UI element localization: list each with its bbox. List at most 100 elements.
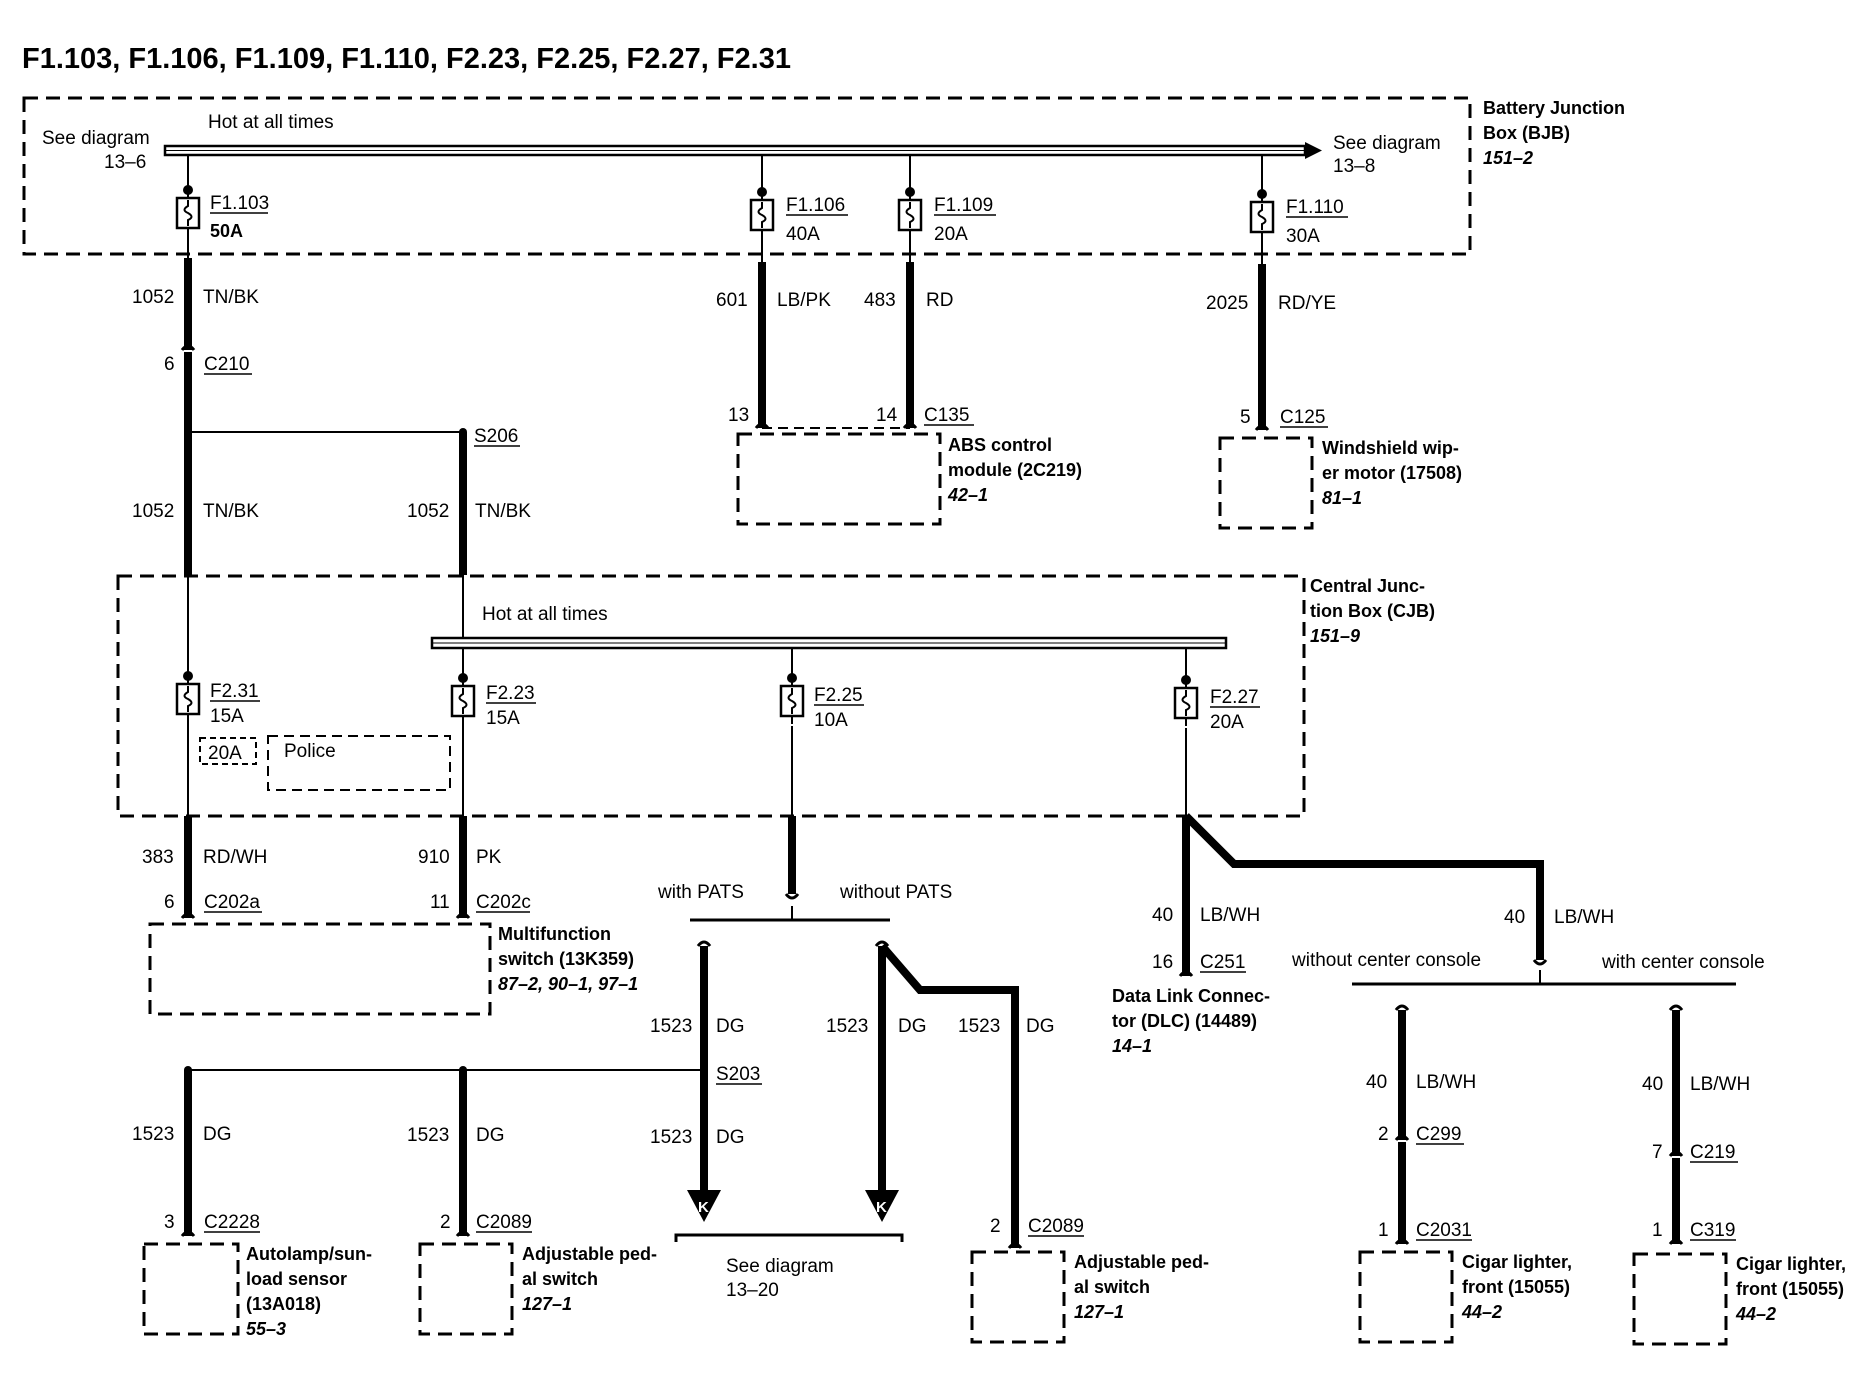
wire-40-circuit-d: 40	[1642, 1074, 1663, 1095]
multifunction-switch-box	[148, 922, 492, 1016]
s203-id: S203	[716, 1064, 760, 1085]
wiper-name-1: Windshield wip-	[1322, 438, 1459, 458]
c202a-pin: 6	[164, 892, 175, 913]
fuse-f1-110-id: F1.110	[1286, 197, 1344, 218]
c319-id: C319	[1690, 1220, 1735, 1241]
wire-40-circuit-a: 40	[1152, 905, 1173, 926]
c202a-id: C202a	[204, 892, 260, 913]
c135-pin-b: 14	[876, 405, 898, 426]
lighter-a-ref: 44–2	[1461, 1302, 1502, 1322]
fuse-f2-25-icon	[779, 671, 805, 726]
c202c-id: C202c	[476, 892, 531, 913]
wire-1052-color-b: TN/BK	[203, 501, 259, 522]
wire-1052-circuit-a: 1052	[132, 287, 174, 308]
wire-1523-color-e: DG	[203, 1124, 232, 1145]
pedal-b-ref: 127–1	[1074, 1302, 1124, 1322]
wire-1523-color-a: DG	[716, 1016, 745, 1037]
police-box	[267, 735, 451, 791]
wire-1052-color-a: TN/BK	[203, 287, 259, 308]
pedal-a-name-2: al switch	[522, 1269, 598, 1289]
fuse-f2-31-rating: 15A	[210, 706, 244, 727]
cjb-name-1: Central Junc-	[1310, 576, 1425, 596]
abs-ref: 42–1	[947, 485, 988, 505]
c219-pin: 7	[1652, 1142, 1663, 1163]
fuse-f2-23-icon	[450, 671, 476, 726]
lighter-b-name-1: Cigar lighter,	[1736, 1254, 1846, 1274]
bjb-box	[22, 96, 1472, 256]
fuse-f2-27-icon	[1173, 673, 1199, 728]
fuse-f1-103-icon	[175, 183, 201, 238]
pedal-b-name-1: Adjustable ped-	[1074, 1252, 1209, 1272]
c2089a-pin: 2	[440, 1212, 451, 1233]
c219-id: C219	[1690, 1142, 1735, 1163]
diagram-title: F1.103, F1.106, F1.109, F1.110, F2.23, F…	[22, 43, 791, 75]
lighter-a-name-2: front (15055)	[1462, 1277, 1570, 1297]
autolamp-name-1: Autolamp/sun-	[246, 1244, 372, 1264]
pedal-b-name-2: al switch	[1074, 1277, 1150, 1297]
c251-id: C251	[1200, 952, 1245, 973]
wire-1052-circuit-b: 1052	[132, 501, 174, 522]
see-diagram-bottom-2: 13–20	[726, 1280, 779, 1301]
fuse-f1-106-id: F1.106	[786, 195, 845, 216]
fuse-f2-23-rating: 15A	[486, 708, 520, 729]
autolamp-name-2: load sensor	[246, 1269, 347, 1289]
see-diagram-bottom-1: See diagram	[726, 1256, 834, 1277]
wire-2025-color: RD/YE	[1278, 293, 1336, 314]
bjb-see-left-1: See diagram	[42, 128, 150, 149]
c135-pin-a: 13	[728, 405, 749, 426]
dlc-ref: 14–1	[1112, 1036, 1152, 1056]
c319-pin: 1	[1652, 1220, 1663, 1241]
lighter-b-ref: 44–2	[1735, 1304, 1776, 1324]
wire-40-circuit-c: 40	[1366, 1072, 1387, 1093]
police-label: Police	[284, 741, 336, 762]
wire-1523-circuit-f: 1523	[407, 1125, 449, 1146]
c2089b-pin: 2	[990, 1216, 1001, 1237]
fuse-f1-109-rating: 20A	[934, 224, 968, 245]
mfs-name-2: switch (13K359)	[498, 949, 634, 969]
wire-1523-circuit-b: 1523	[650, 1127, 692, 1148]
abs-name-2: module (2C219)	[948, 460, 1082, 480]
c210-id: C210	[204, 354, 249, 375]
without-pats-label: without PATS	[839, 882, 952, 903]
fuse-f2-25-rating: 10A	[814, 710, 848, 731]
wire-1052-color-c: TN/BK	[475, 501, 531, 522]
wiper-ref: 81–1	[1322, 488, 1362, 508]
pedal-a-ref: 127–1	[522, 1294, 572, 1314]
lighter-a-name-1: Cigar lighter,	[1462, 1252, 1572, 1272]
bjb-see-right-1: See diagram	[1333, 133, 1441, 154]
dlc-name-1: Data Link Connec-	[1112, 986, 1270, 1006]
c251-pin: 16	[1152, 952, 1173, 973]
with-console-label: with center console	[1601, 952, 1765, 973]
bjb-hot-label: Hot at all times	[208, 112, 334, 133]
bjb-ref: 151–2	[1483, 148, 1533, 168]
c210-pin: 6	[164, 354, 175, 375]
mfs-name-1: Multifunction	[498, 924, 611, 944]
wire-1523-color-f: DG	[476, 1125, 505, 1146]
pedal-a-name-1: Adjustable ped-	[522, 1244, 657, 1264]
wire-40-color-b: LB/WH	[1554, 907, 1614, 928]
wire-40-circuit-b: 40	[1504, 907, 1525, 928]
k-label-left: K	[698, 1199, 709, 1216]
fuse-f2-25-id: F2.25	[814, 685, 863, 706]
wire-383-color: RD/WH	[203, 847, 267, 868]
wire-40-color-a: LB/WH	[1200, 905, 1260, 926]
wire-1523-color-c: DG	[898, 1016, 927, 1037]
bjb-busbar	[163, 142, 1322, 159]
wire-1052-circuit-c: 1052	[407, 501, 449, 522]
bjb-name-2: Box (BJB)	[1483, 123, 1570, 143]
cjb-ref: 151–9	[1310, 626, 1360, 646]
bjb-name-1: Battery Junction	[1483, 98, 1625, 118]
wiper-name-2: er motor (17508)	[1322, 463, 1462, 483]
c299-id: C299	[1416, 1124, 1461, 1145]
fuse-f2-31-id: F2.31	[210, 681, 259, 702]
fuse-f2-23-id: F2.23	[486, 683, 535, 704]
fuse-f2-31-icon	[175, 669, 201, 724]
autolamp-name-3: (13A018)	[246, 1294, 321, 1314]
wire-601-color: LB/PK	[777, 290, 831, 311]
wire-1523-circuit-a: 1523	[650, 1016, 692, 1037]
with-pats-label: with PATS	[657, 882, 744, 903]
c299-pin: 2	[1378, 1124, 1389, 1145]
wire-483-circuit: 483	[864, 290, 896, 311]
wire-1523-color-d: DG	[1026, 1016, 1055, 1037]
wire-1523-circuit-e: 1523	[132, 1124, 174, 1145]
